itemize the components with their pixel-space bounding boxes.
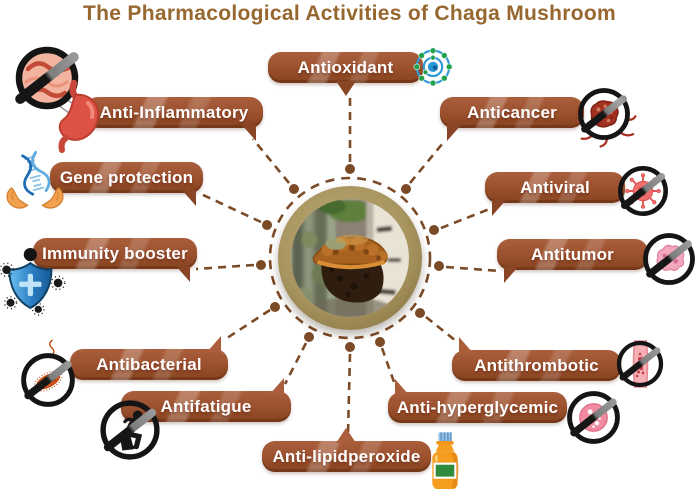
banner-tail xyxy=(447,125,461,141)
banner-shine xyxy=(262,441,431,472)
banner-tail xyxy=(207,336,221,352)
banner-tail xyxy=(335,81,356,96)
banner-tail xyxy=(492,200,506,216)
banner-anti-hyperglycemic: Anti-hyperglycemic xyxy=(388,379,567,423)
banner-antioxidant: Antioxidant xyxy=(268,52,423,96)
banner-shine xyxy=(452,350,621,381)
stomach-magnifier-icon xyxy=(14,45,108,157)
no-tumor-cell-icon xyxy=(641,231,697,287)
banner-label: Anticancer xyxy=(467,102,557,122)
banner-tail xyxy=(242,125,256,141)
banner-label: Antithrombotic xyxy=(474,355,599,375)
banner-tail xyxy=(395,379,409,395)
banner-shine xyxy=(497,239,648,270)
banner-label: Antifatigue xyxy=(160,396,252,416)
banner-shine xyxy=(85,97,263,128)
banner-label: Antibacterial xyxy=(96,354,202,374)
no-cancer-cell-icon xyxy=(576,86,637,148)
oil-bottle-icon xyxy=(425,431,465,489)
banner-antifatigue: Antifatigue xyxy=(121,378,291,422)
banner-antibacterial: Antibacterial xyxy=(70,336,228,380)
no-blood-clot-icon xyxy=(615,339,665,389)
banner-antithrombotic: Antithrombotic xyxy=(452,337,621,381)
atom-icon xyxy=(406,42,460,92)
banner-antiviral: Antiviral xyxy=(485,172,625,216)
banner-label: Immunity booster xyxy=(42,243,188,263)
banner-anti-inflammatory: Anti-Inflammatory xyxy=(85,97,263,141)
banner-label: Anti-Inflammatory xyxy=(99,102,249,122)
banner-label: Anti-lipidperoxide xyxy=(272,446,421,466)
chaga-photo xyxy=(291,199,409,317)
banner-label: Antioxidant xyxy=(297,57,394,77)
banner-label: Antitumor xyxy=(530,244,614,264)
banner-shine xyxy=(485,172,625,203)
banner-tail xyxy=(270,378,284,394)
banner-tail xyxy=(176,266,190,282)
banner-label: Anti-hyperglycemic xyxy=(396,397,559,417)
banner-shine xyxy=(50,162,203,193)
banner-label: Antiviral xyxy=(520,177,590,197)
banner-label: Gene protection xyxy=(59,167,194,187)
hands-holding-dna-icon xyxy=(4,150,66,216)
diagram-title: The Pharmacological Activities of Chaga … xyxy=(83,2,616,25)
banner-gene-protection: Gene protection xyxy=(50,162,203,206)
banner-antitumor: Antitumor xyxy=(497,239,648,283)
banner-shine xyxy=(70,349,228,380)
banner-tail xyxy=(182,190,196,206)
banner-tail xyxy=(459,337,473,353)
no-bacteria-icon xyxy=(19,339,77,409)
banner-shine xyxy=(440,97,584,128)
banner-tail xyxy=(336,428,357,443)
banner-anti-lipidperoxide: Anti-lipidperoxide xyxy=(262,428,431,472)
banner-tail xyxy=(504,267,518,283)
immune-shield-person-icon xyxy=(0,246,66,316)
banner-shine xyxy=(268,52,423,83)
center-circle xyxy=(278,186,422,330)
banner-shine xyxy=(388,392,567,423)
no-virus-icon xyxy=(616,164,670,218)
banner-anticancer: Anticancer xyxy=(440,97,584,141)
banner-shine xyxy=(33,238,197,269)
banner-immunity-booster: Immunity booster xyxy=(33,238,197,282)
no-fatigue-person-icon xyxy=(98,398,162,462)
no-high-sugar-cell-icon xyxy=(565,389,622,446)
